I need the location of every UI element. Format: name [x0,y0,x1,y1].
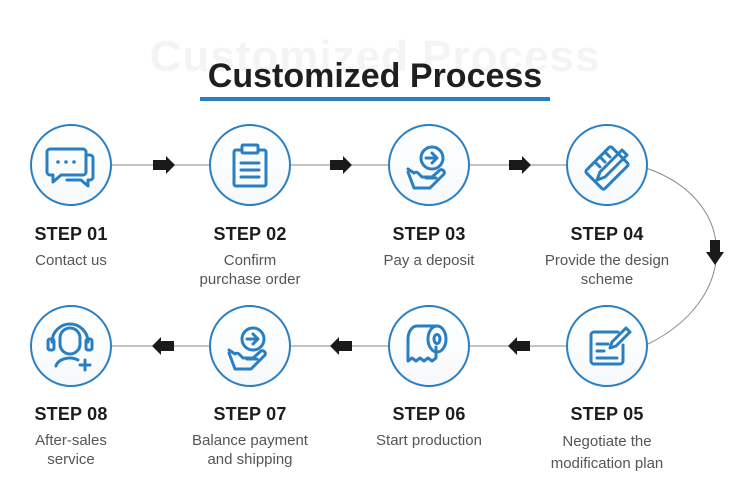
arrow-right-icon [330,156,352,174]
step-number: STEP 01 [34,224,108,244]
step-number: STEP 07 [213,404,287,424]
paper-roll-icon [406,324,448,363]
step-description: Start production [376,432,482,449]
step-08-circle [30,305,112,387]
hand-coin-icon [406,145,446,190]
step-03-circle [388,124,470,206]
clipboard-icon [232,143,268,188]
arrow-left-icon [330,337,352,355]
step-07-circle [209,305,291,387]
step-number: STEP 05 [570,404,644,424]
arrow-down-icon [706,240,724,265]
chat-bubbles-icon [45,147,95,188]
title-underline [200,97,550,101]
step-description: Contact us [35,252,107,269]
step-number: STEP 04 [570,224,644,244]
arrow-right-icon [509,156,531,174]
arrow-right-icon [153,156,175,174]
arrow-left-icon [152,337,174,355]
step-02-circle [209,124,291,206]
step-03: STEP 03 Pay a deposit [344,224,514,270]
arrow-left-icon [508,337,530,355]
page-title: Customized Process [207,57,543,95]
hand-coin-icon [227,326,267,371]
step-01: STEP 01 Contact us [0,224,156,270]
step-01-circle [30,124,112,206]
edit-document-icon [589,326,632,366]
step-number: STEP 08 [34,404,108,424]
step-number: STEP 06 [392,404,466,424]
step-05-circle [566,305,648,387]
step-number: STEP 03 [392,224,466,244]
headset-support-icon [46,322,94,372]
step-number: STEP 02 [213,224,287,244]
pencil-ruler-icon [584,145,630,191]
step-06: STEP 06 Start production [344,404,514,450]
step-description: Pay a deposit [383,252,475,269]
title-watermark: Customized Process [149,32,601,81]
